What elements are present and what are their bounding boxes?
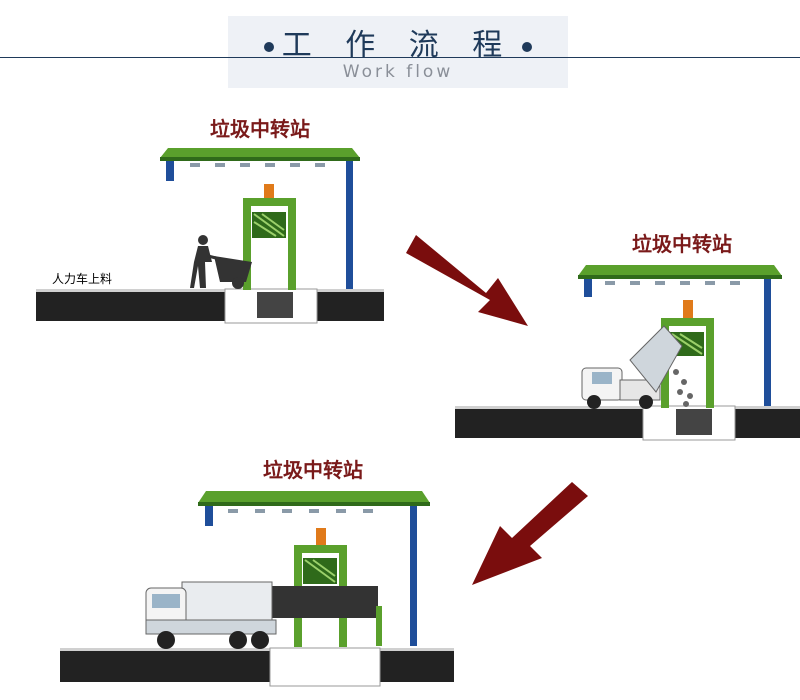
scene-2-title: 垃圾中转站 xyxy=(632,232,732,256)
header-divider xyxy=(0,57,800,58)
ground xyxy=(455,406,800,438)
compactor-frame-icon xyxy=(264,528,382,647)
roof-icon xyxy=(578,265,782,407)
scene-1: 垃圾中转站 xyxy=(36,117,384,324)
flow-arrow-icon xyxy=(406,235,528,326)
ground xyxy=(60,648,454,682)
garbage-truck-icon xyxy=(145,581,277,649)
page-title-text: 工 作 流 程 xyxy=(281,28,515,63)
header-box xyxy=(228,16,568,88)
page-subtitle: Work flow xyxy=(342,62,454,82)
bullet-icon xyxy=(522,41,533,52)
bullet-icon xyxy=(263,41,274,52)
roof-icon xyxy=(160,148,360,289)
ground xyxy=(36,289,384,321)
garbage-bin xyxy=(676,409,712,435)
flow-arrow-icon xyxy=(472,482,588,585)
scene-3-title: 垃圾中转站 xyxy=(263,458,363,482)
compactor-frame-icon xyxy=(243,184,296,290)
scene-1-title: 垃圾中转站 xyxy=(210,117,310,141)
garbage-bin xyxy=(257,292,293,318)
manual-loading-label: 人力车上料 xyxy=(52,271,112,286)
worker-with-cart-icon xyxy=(190,235,252,289)
page-title: 工 作 流 程 xyxy=(228,20,568,64)
scene-2: 垃圾中转站 xyxy=(455,232,800,441)
scene-3: 垃圾中转站 xyxy=(60,458,454,687)
pickup-truck-icon xyxy=(581,325,693,409)
roof-icon xyxy=(198,491,430,646)
